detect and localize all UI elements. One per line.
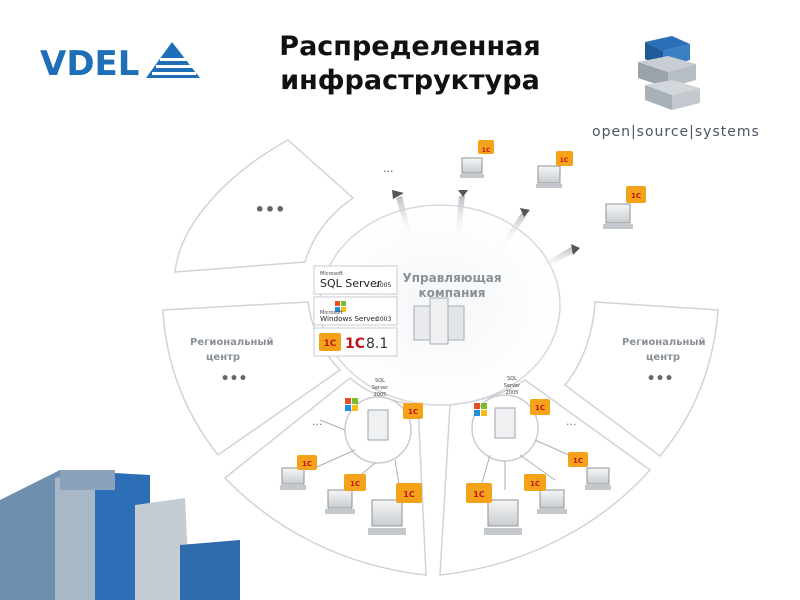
vdel-logo-text: VDEL	[40, 44, 139, 84]
building-graphic	[0, 470, 240, 600]
sector-label-line1: Региональный	[622, 337, 705, 348]
title-line-1: Распределенная	[279, 31, 541, 62]
1c-logo-icon	[319, 333, 341, 351]
badge-1c: 1С	[560, 157, 569, 164]
badge-1c: 1С	[350, 480, 360, 488]
windows-logo-icon	[335, 301, 346, 312]
branch-right	[466, 394, 611, 535]
badge-1c: 1С	[408, 408, 418, 416]
workstation-icon	[460, 140, 494, 178]
product-version: 2003	[376, 316, 391, 323]
1c-logo-icon	[403, 403, 423, 419]
remote-workstations	[460, 140, 646, 229]
remote-ellipsis: ...	[383, 162, 394, 175]
badge-1c: 1С	[530, 480, 540, 488]
branch-server-label: Server	[504, 383, 521, 389]
branch-server-label: SQL	[507, 376, 517, 382]
workstation-icon	[568, 452, 611, 490]
title-line-2: инфраструктура	[280, 65, 540, 96]
branch-ellipsis: ...	[312, 415, 323, 428]
sector-label-line2: центр	[206, 352, 240, 363]
slide-title: Распределенная инфраструктура	[255, 30, 565, 98]
windows-logo-icon	[474, 403, 487, 416]
branch-server-label: SQL	[375, 378, 385, 384]
badge-1c: 1С	[403, 490, 415, 499]
sector-top-left	[174, 139, 355, 273]
product-version: 2005	[376, 282, 391, 289]
product-name: Windows Server	[320, 314, 378, 323]
badge-1c: 1С	[473, 490, 485, 499]
workstation-icon	[536, 151, 573, 188]
badge-1c: 1С	[535, 404, 545, 412]
open-source-systems-cubes-icon	[638, 36, 700, 110]
workstation-icon	[368, 483, 422, 535]
workstation-icon	[280, 455, 317, 490]
sector-label-line2: центр	[646, 352, 680, 363]
center-label-line2: компания	[419, 286, 486, 300]
badge-1c: 1С	[302, 460, 312, 468]
product-vendor: Microsoft	[320, 310, 343, 316]
product-vendor: Microsoft	[320, 271, 343, 277]
badge-1c: 1С	[482, 147, 491, 154]
sector-ellipsis: •••	[221, 371, 248, 387]
badge-1c: 1С	[631, 192, 641, 200]
branch-ellipsis: ...	[566, 415, 577, 428]
branch-server-label: 2005	[374, 392, 387, 398]
workstation-icon	[325, 474, 366, 514]
sector-left	[162, 301, 342, 457]
branch-server-label: 2005	[506, 390, 519, 396]
windows-logo-icon	[345, 398, 358, 411]
center-label-line1: Управляющая	[402, 271, 501, 285]
sector-label-line1: Региональный	[190, 337, 273, 348]
product-list: 1С	[313, 265, 398, 357]
sector-ellipsis: •••	[255, 200, 286, 219]
branch-left	[280, 396, 423, 535]
sector-ellipsis: •••	[647, 371, 674, 387]
workstation-icon	[603, 186, 646, 229]
central-servers-icon	[413, 297, 465, 345]
workstation-icon	[466, 483, 522, 535]
sector-right	[563, 301, 719, 458]
vdel-logo	[146, 42, 200, 78]
product-version: 8.1	[366, 336, 388, 352]
branch-server-label: Server	[372, 385, 389, 391]
connection-arrows	[392, 190, 580, 272]
1c-logo-icon	[530, 399, 550, 415]
partner-logo-text: open|source|systems	[592, 124, 760, 140]
svg-text:1С: 1С	[324, 339, 337, 349]
product-name: SQL Server	[320, 277, 382, 290]
badge-1c: 1С	[573, 457, 583, 465]
workstation-icon	[524, 474, 567, 514]
product-name: 1С	[345, 336, 365, 352]
